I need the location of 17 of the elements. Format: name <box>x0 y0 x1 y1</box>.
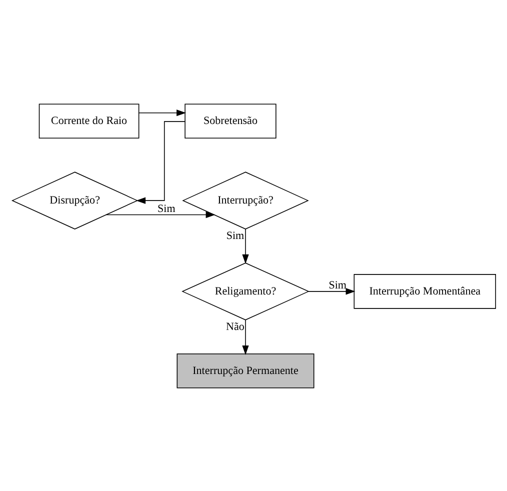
arrow <box>105 210 215 218</box>
edge-label: Sim <box>328 278 346 291</box>
arrow <box>138 109 186 116</box>
node-diamond: Interrupção? <box>182 171 308 229</box>
node-box: Interrupção Permanente <box>176 352 314 388</box>
node-box: Corrente do Raio <box>38 103 139 138</box>
node-box: Sobretensão <box>184 103 276 138</box>
arrow <box>136 120 185 204</box>
node-diamond: Religamento? <box>181 262 309 320</box>
node-box: Interrupção Momentânea <box>353 274 496 308</box>
edge-label: Não <box>226 320 244 332</box>
arrow <box>242 319 248 354</box>
edge-label: Sim <box>157 202 175 214</box>
edge-label: Sim <box>226 229 244 242</box>
arrow <box>242 228 248 264</box>
arrow <box>308 288 355 294</box>
node-diamond: Disrupção? <box>10 171 138 229</box>
